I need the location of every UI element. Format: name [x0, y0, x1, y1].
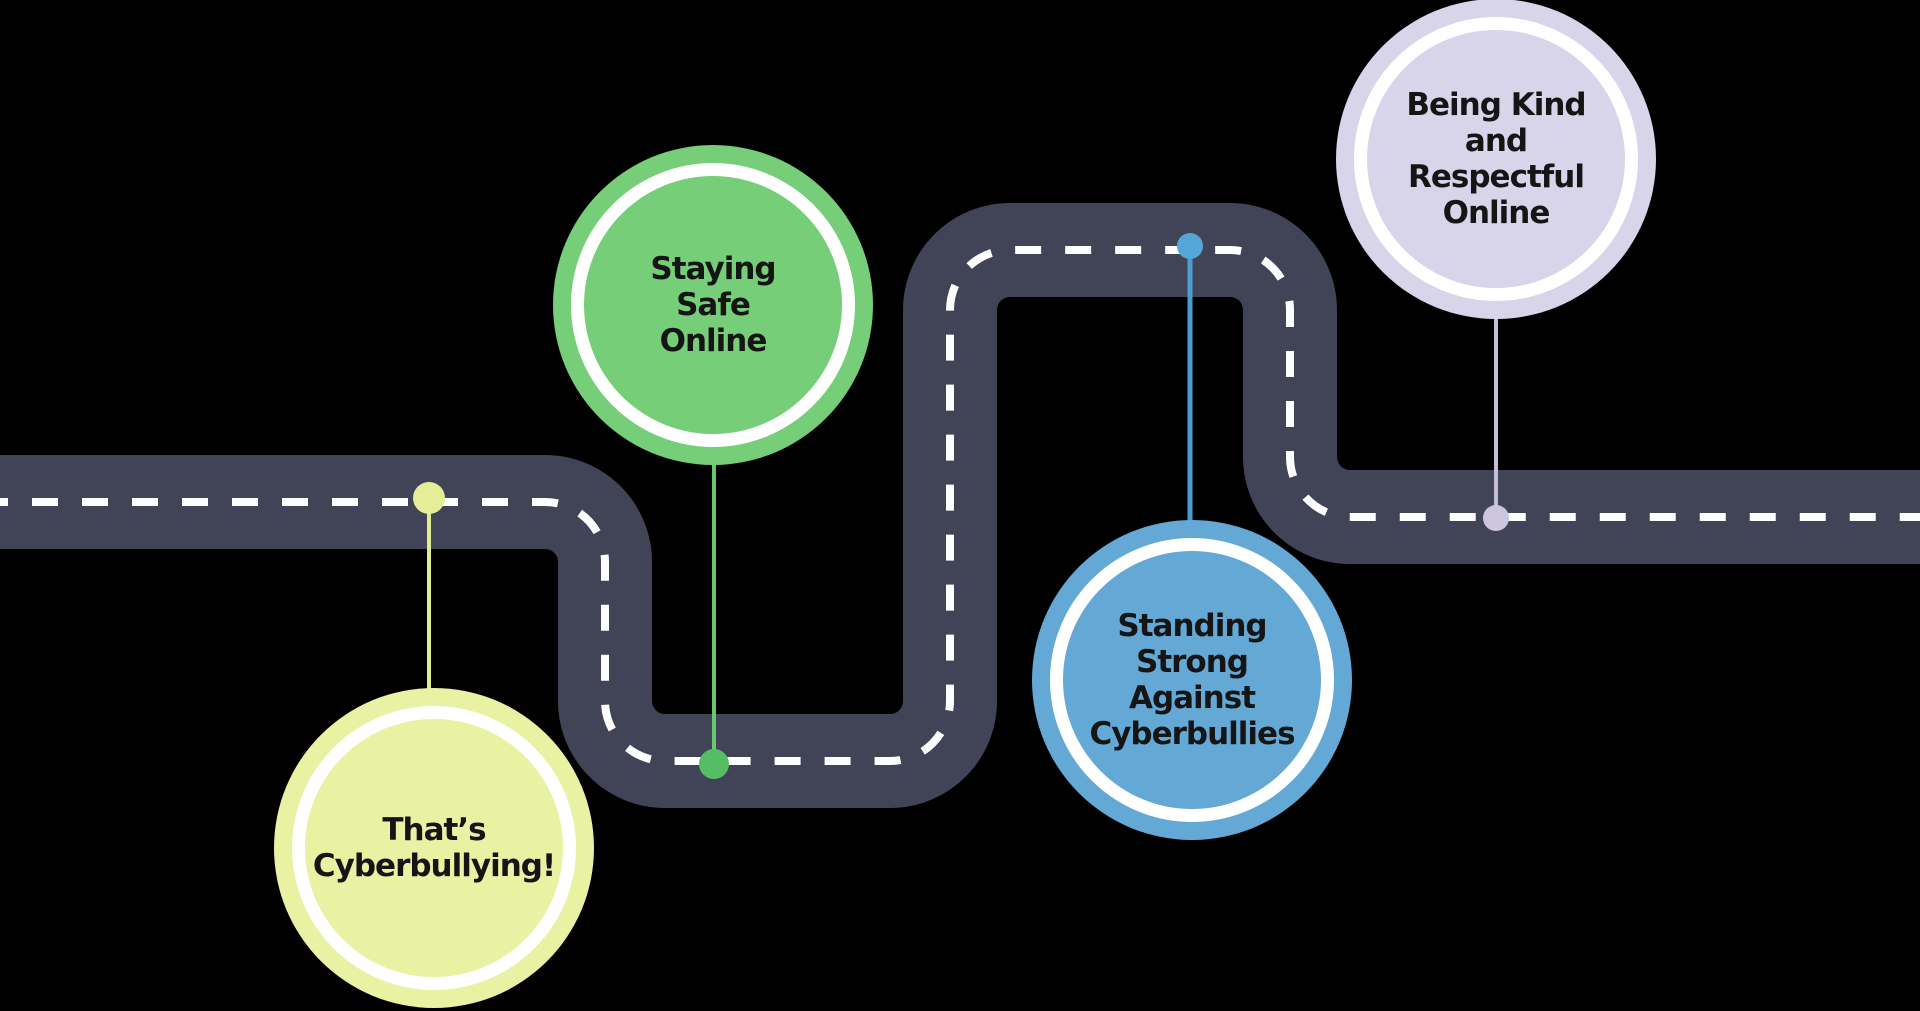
milestone-label-line: Standing [1117, 608, 1267, 644]
milestone-label-line: Cyberbullying! [312, 848, 556, 884]
road-marker-dot-being-kind [1483, 505, 1509, 531]
milestone-circle-thats-cyberbullying: That’s Cyberbullying! [274, 688, 594, 1008]
milestone-label-line: Online [659, 323, 768, 359]
milestone-label: Standing Strong Against Cyberbullies [1069, 608, 1315, 752]
milestone-ring: Staying Safe Online [571, 163, 855, 447]
milestone-label: Being Kind and Respectful Online [1373, 87, 1619, 231]
milestone-circle-staying-safe-online: Staying Safe Online [553, 145, 873, 465]
road-marker-dot-staying-safe-online [699, 749, 729, 779]
road-marker-dot-thats-cyberbullying [413, 482, 445, 514]
milestone-label-line: Safe [676, 287, 751, 323]
milestone-label: Staying Safe Online [590, 251, 836, 359]
milestone-label: That’s Cyberbullying! [311, 812, 557, 884]
road-center-dashes [0, 246, 1920, 765]
milestone-label-line: Cyberbullies [1089, 716, 1295, 752]
milestone-ring: Standing Strong Against Cyberbullies [1050, 538, 1334, 822]
milestone-label-line: That’s [382, 812, 486, 848]
milestone-circle-standing-strong: Standing Strong Against Cyberbullies [1032, 520, 1352, 840]
milestone-circle-being-kind: Being Kind and Respectful Online [1336, 0, 1656, 319]
milestone-ring: That’s Cyberbullying! [292, 706, 576, 990]
milestone-ring: Being Kind and Respectful Online [1354, 17, 1638, 301]
milestone-label-line: Online [1442, 195, 1551, 231]
milestone-label-line: Being Kind [1406, 87, 1586, 123]
milestone-label-line: Strong Against [1128, 644, 1256, 716]
road-marker-dot-standing-strong [1177, 233, 1203, 259]
milestone-label-line: Staying [650, 251, 776, 287]
milestone-label-line: and Respectful [1408, 123, 1585, 195]
